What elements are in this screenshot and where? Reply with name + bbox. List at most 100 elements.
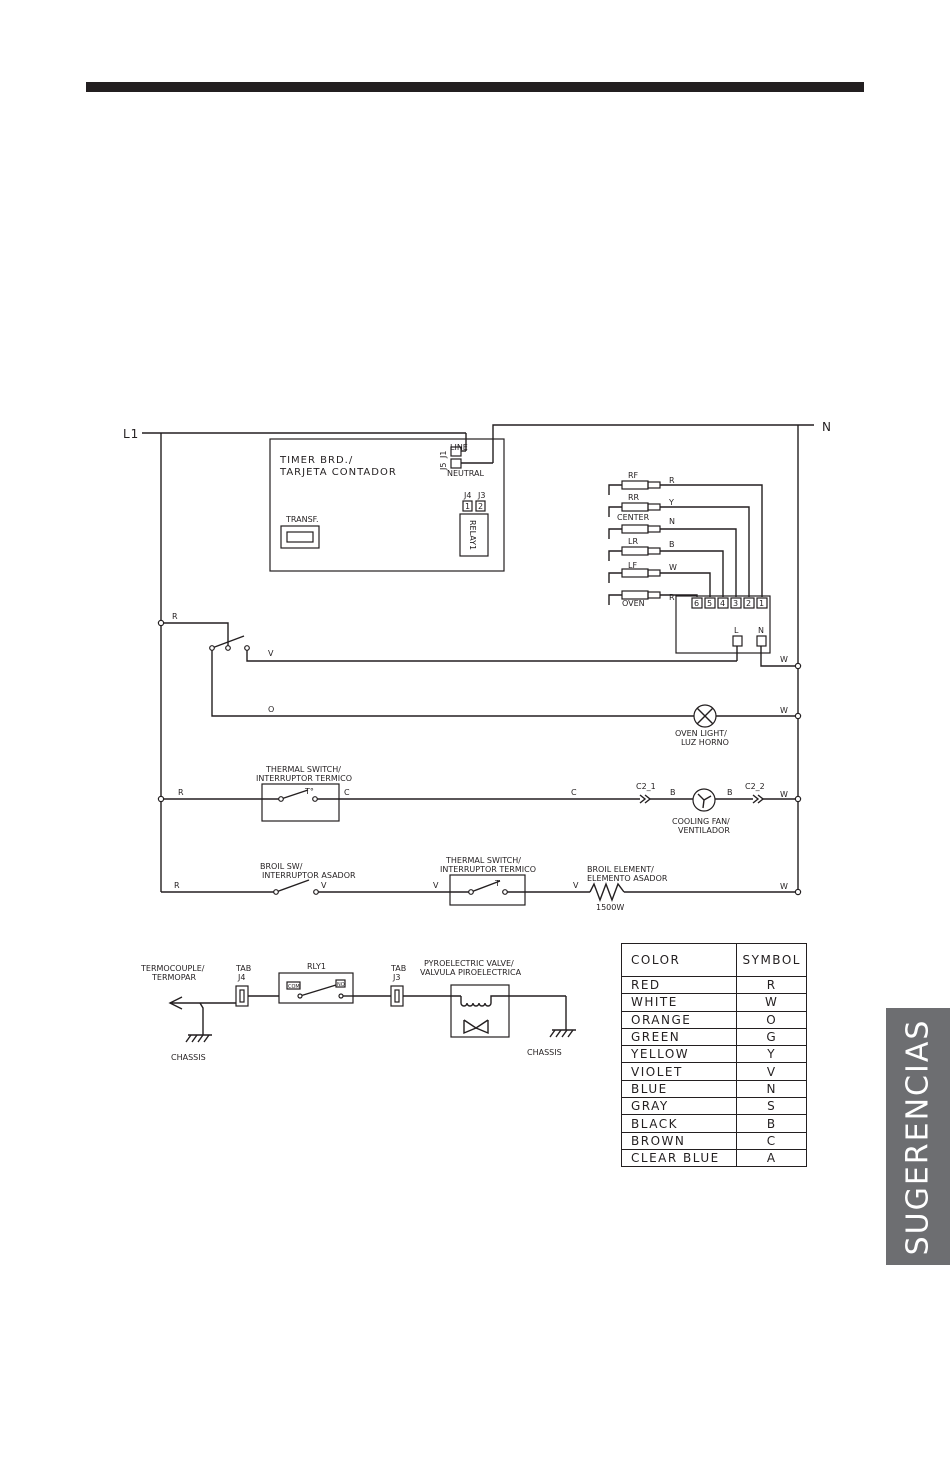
chassis-label-2: CHASSIS — [527, 1048, 562, 1057]
v-label-1: V — [268, 649, 274, 658]
thermal-switch2-t: T — [494, 879, 500, 888]
tab-j3-label-1: TAB — [390, 964, 406, 973]
legend-symbol: R — [736, 975, 807, 995]
probe-oven-wire: R — [669, 593, 675, 602]
legend-color: GREEN — [620, 1027, 738, 1047]
neutral-small-label: NEUTRAL — [447, 469, 484, 478]
o-label: O — [268, 705, 274, 714]
tb-pin-1: 1 — [759, 599, 764, 608]
oven-light-label-2: LUZ HORNO — [681, 738, 729, 747]
legend-color: RED — [620, 975, 738, 995]
legend-symbol: W — [736, 993, 807, 1012]
chassis-label-1: CHASSIS — [171, 1053, 206, 1062]
legend-color: BROWN — [620, 1131, 738, 1150]
c-label-1: C — [344, 788, 350, 797]
probe-rr-wire: Y — [668, 498, 674, 507]
legend-symbol: V — [736, 1062, 807, 1081]
thermal-switch2-label-2: INTERRUPTOR TERMICO — [440, 865, 536, 874]
pin-1: 1 — [465, 502, 470, 511]
legend-color: YELLOW — [620, 1045, 738, 1064]
broil-element-resistor — [589, 882, 625, 902]
oven-light-label-1: OVEN LIGHT/ — [675, 729, 727, 738]
tb-n-label: N — [758, 626, 764, 635]
thermocouple-label-2: TERMOPAR — [151, 973, 196, 982]
legend-symbol: G — [736, 1027, 807, 1047]
tb-l-label: L — [734, 626, 739, 635]
probe-rf-wire: R — [669, 476, 675, 485]
probe-lr-label: LR — [628, 537, 638, 546]
legend-symbol: S — [736, 1097, 807, 1116]
broil-element-watts: 1500W — [596, 903, 624, 912]
main-rails — [142, 424, 814, 892]
legend-header-symbol: SYMBOL — [736, 943, 807, 977]
broil-sw-label-1: BROIL SW/ — [260, 862, 303, 871]
cooling-fan-motor — [692, 788, 716, 812]
transformer-label: TRANSF. — [285, 515, 319, 524]
rly1-label: RLY1 — [307, 962, 326, 971]
v-label-4: V — [573, 881, 579, 890]
broil-sw-label-2: INTERRUPTOR ASADOR — [262, 871, 356, 880]
legend-header: COLOR SYMBOL — [620, 943, 807, 977]
w-label-4: W — [780, 882, 788, 891]
pin-2: 2 — [478, 502, 483, 511]
broil-element-label-2: ELEMENTO ASADOR — [587, 874, 668, 883]
legend-symbol: B — [736, 1114, 807, 1133]
tab-j4-label-1: TAB — [235, 964, 251, 973]
r-label-2: R — [178, 788, 184, 797]
probe-oven-label: OVEN — [622, 599, 645, 608]
c-label-2: C — [571, 788, 577, 797]
tb-pin-4: 4 — [720, 599, 725, 608]
tb-pin-6: 6 — [694, 599, 699, 608]
j1-label: J1 — [439, 451, 448, 459]
legend-header-color: COLOR — [620, 943, 738, 977]
com-label: COM — [288, 984, 300, 990]
legend-color: GRAY — [620, 1097, 738, 1116]
probe-center-label: CENTER — [617, 513, 650, 522]
line-label: LINE — [450, 443, 468, 452]
legend-symbol: A — [736, 1148, 807, 1168]
v-label-2: V — [321, 881, 327, 890]
legend-color: VIOLET — [620, 1062, 738, 1081]
legend-symbol: N — [736, 1079, 807, 1099]
cooling-fan-label-2: VENTILADOR — [678, 826, 730, 835]
legend-color: ORANGE — [620, 1010, 738, 1029]
b-label-1: B — [670, 788, 676, 797]
line-l1-label: L1 — [123, 427, 139, 441]
legend-color: BLACK — [620, 1114, 738, 1133]
thermal-switch-label-2: INTERRUPTOR TERMICO — [256, 774, 352, 783]
c2-1-label: C2_1 — [636, 782, 656, 791]
terminal-block: 6 5 4 3 2 1 L N W — [675, 595, 798, 667]
no-label: NO — [337, 982, 345, 988]
j5-label: J5 — [439, 463, 448, 471]
thermal-switch-label-1: THERMAL SWITCH/ — [265, 765, 341, 774]
valve-label-1: PYROELECTRIC VALVE/ — [424, 959, 514, 968]
junction-dots — [157, 619, 802, 896]
probe-lf-wire: W — [669, 563, 677, 572]
broil-element-label-1: BROIL ELEMENT/ — [587, 865, 654, 874]
tb-pin-3: 3 — [733, 599, 738, 608]
tab-j3-label-2: J3 — [392, 973, 400, 982]
timer-j3-label: J3 — [477, 491, 485, 500]
valve-circuit: TERMOCOUPLE/ TERMOPAR CHASSIS TAB J4 RLY… — [140, 959, 576, 1062]
v-label-3: V — [433, 881, 439, 890]
timer-j4-label: J4 — [463, 491, 471, 500]
neutral-n-label: N — [822, 420, 832, 434]
thermal-switch-t: T° — [304, 787, 314, 796]
tab-j4-label-2: J4 — [237, 973, 245, 982]
w-label-3: W — [780, 790, 788, 799]
probe-center-wire: N — [669, 517, 675, 526]
side-tab-label: SUGERENCIAS — [900, 1018, 936, 1255]
c2-2-label: C2_2 — [745, 782, 765, 791]
legend-symbol: C — [736, 1131, 807, 1150]
legend-color: BLUE — [620, 1079, 738, 1099]
legend-symbol: Y — [736, 1045, 807, 1064]
probe-rf-label: RF — [628, 471, 639, 480]
